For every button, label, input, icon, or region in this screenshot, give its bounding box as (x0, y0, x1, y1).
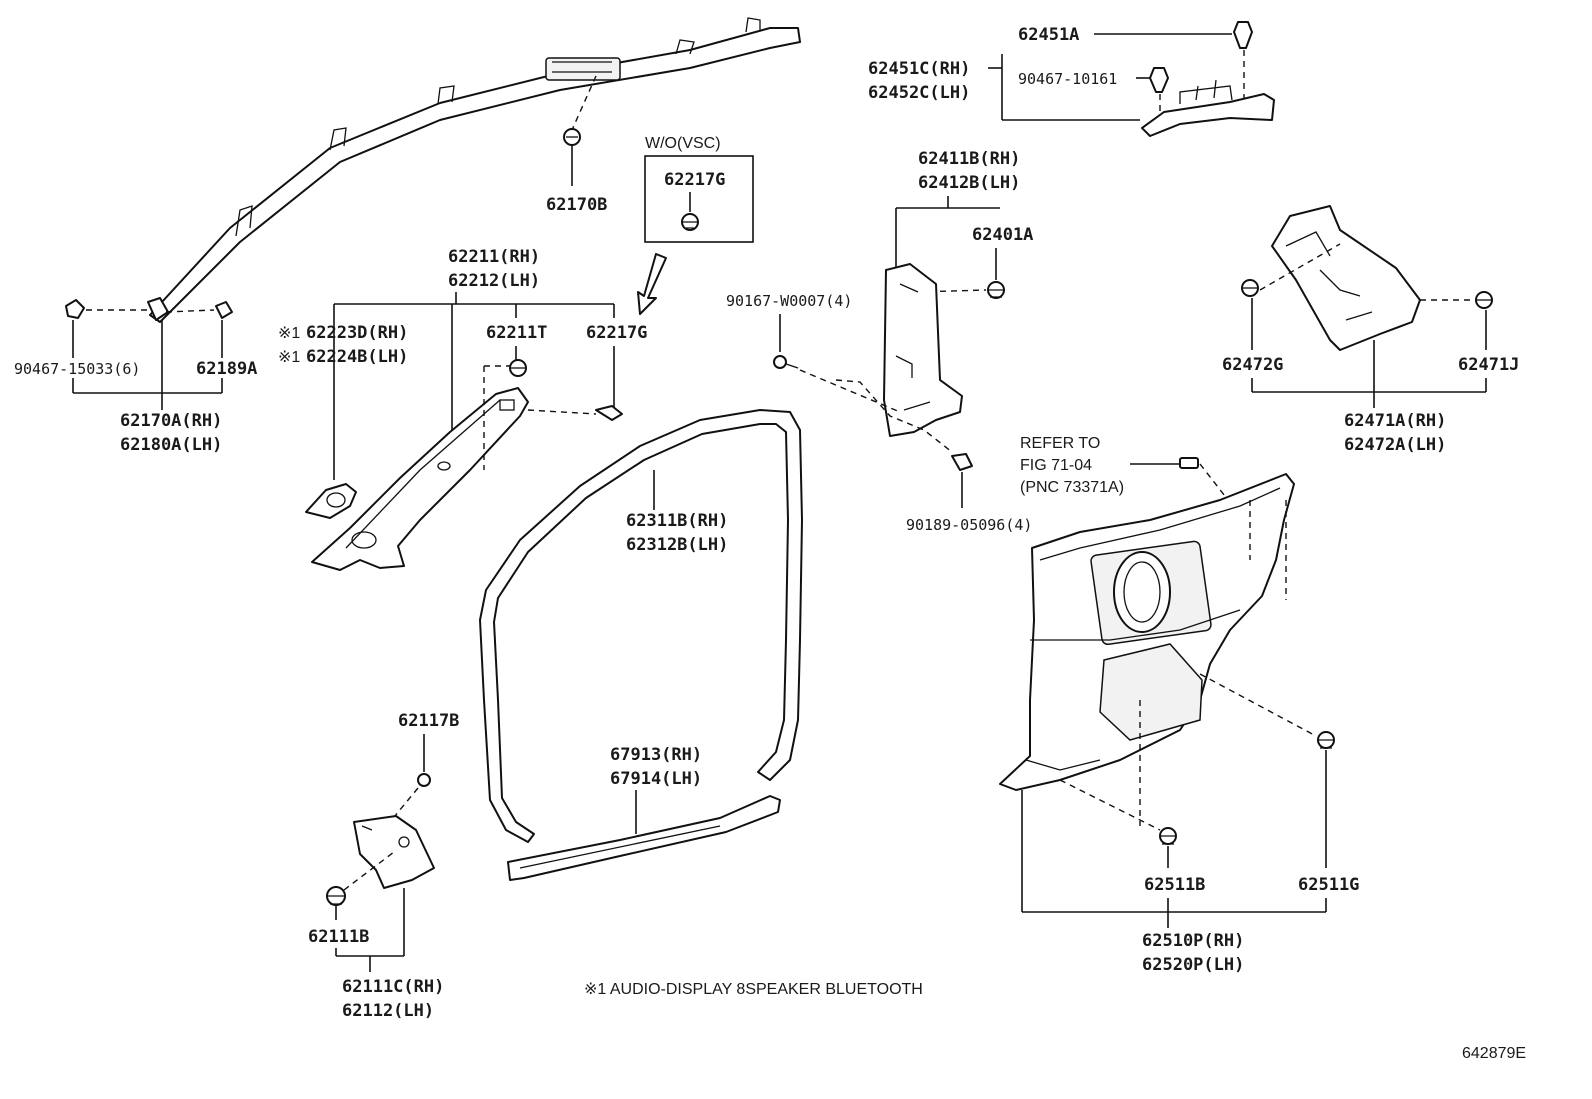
clip-62211T-icon (509, 359, 527, 377)
label-62111B: 62111B (308, 927, 369, 947)
weatherstrip-part (479, 409, 803, 843)
label-67913: 67913(RH) (610, 745, 702, 765)
label-62111C: 62111C(RH) (342, 977, 444, 997)
note-mark-1: ※1 (278, 325, 300, 342)
clip-62189A-icon (215, 301, 233, 319)
clip-62451A-icon (1233, 21, 1253, 49)
label-62211T: 62211T (486, 323, 547, 343)
leader-62170B (571, 75, 597, 131)
label-62451A: 62451A (1018, 25, 1079, 45)
refer-line-2: FIG 71-04 (1020, 457, 1092, 474)
label-62511G: 62511G (1298, 875, 1359, 895)
label-62452C: 62452C(LH) (868, 83, 970, 103)
label-62217G-box: 62217G (664, 170, 725, 190)
label-wo-vsc: W/O(VSC) (645, 135, 721, 152)
screw-90167-icon (773, 355, 799, 369)
label-90467-15033: 90467-15033(6) (14, 360, 140, 378)
label-62311B: 62311B(RH) (626, 511, 728, 531)
quarter-trim-mid-part (1271, 205, 1421, 351)
label-62471A: 62471A(RH) (1344, 411, 1446, 431)
refer-line-1: REFER TO (1020, 435, 1100, 452)
tweeter-62223D-part (305, 483, 357, 519)
label-62412B: 62412B(LH) (918, 173, 1020, 193)
label-62520P: 62520P(LH) (1142, 955, 1244, 975)
pillar-garnish-part (311, 387, 529, 571)
label-62112: 62112(LH) (342, 1001, 434, 1021)
footnote: ※1 AUDIO-DISPLAY 8SPEAKER BLUETOOTH (584, 981, 923, 998)
clip-62511B-icon (1159, 827, 1177, 845)
refer-line-3: (PNC 73371A) (1020, 479, 1124, 496)
label-62401A: 62401A (972, 225, 1033, 245)
clip-62472G-icon (1241, 279, 1259, 297)
label-90467-10161: 90467-10161 (1018, 70, 1117, 88)
label-62451C: 62451C(RH) (868, 59, 970, 79)
label-62170A: 62170A(RH) (120, 411, 222, 431)
quarter-trim-upper-part (1141, 79, 1275, 137)
label-62224B: 62224B(LH) (306, 347, 408, 367)
note-mark-2: ※1 (278, 349, 300, 366)
cowl-side-trim-part (353, 815, 435, 889)
label-67914: 67914(LH) (610, 769, 702, 789)
label-62189A: 62189A (196, 359, 257, 379)
label-62411B: 62411B(RH) (918, 149, 1020, 169)
label-62180A: 62180A(LH) (120, 435, 222, 455)
label-62510P: 62510P(RH) (1142, 931, 1244, 951)
label-62217G: 62217G (586, 323, 647, 343)
label-62223D: 62223D(RH) (306, 323, 408, 343)
figure-id: 642879E (1462, 1045, 1526, 1062)
arrow-icon (637, 253, 667, 315)
center-pillar-garnish-part (883, 263, 963, 437)
label-62212: 62212(LH) (448, 271, 540, 291)
clip-62117B-icon (417, 773, 431, 787)
label-62117B: 62117B (398, 711, 459, 731)
clip-62111B-icon (326, 886, 346, 906)
clip-62170B-icon (563, 128, 581, 146)
label-62472A: 62472A(LH) (1344, 435, 1446, 455)
label-62312B: 62312B(LH) (626, 535, 728, 555)
clip-62217G-icon (595, 405, 623, 421)
label-90167: 90167-W0007(4) (726, 292, 852, 310)
clip-62401A-icon (987, 281, 1005, 299)
clip-62471J-icon (1475, 291, 1493, 309)
label-62511B: 62511B (1144, 875, 1205, 895)
label-62471J: 62471J (1458, 355, 1519, 375)
label-62472G: 62472G (1222, 355, 1283, 375)
clip-62217G-box-icon (681, 213, 699, 231)
label-90189: 90189-05096(4) (906, 516, 1032, 534)
clip-62511G-icon (1317, 731, 1335, 749)
scuff-plate-part (507, 795, 781, 881)
connector-73371A-icon (1179, 457, 1199, 469)
wo-vsc-box (644, 155, 754, 243)
label-62170B: 62170B (546, 195, 607, 215)
nut-90189-icon (951, 453, 973, 471)
clip-90467-15033-icon (65, 299, 85, 319)
clip-90467-10161-icon (1149, 67, 1169, 93)
label-62211: 62211(RH) (448, 247, 540, 267)
quarter-trim-panel-part (999, 473, 1295, 791)
